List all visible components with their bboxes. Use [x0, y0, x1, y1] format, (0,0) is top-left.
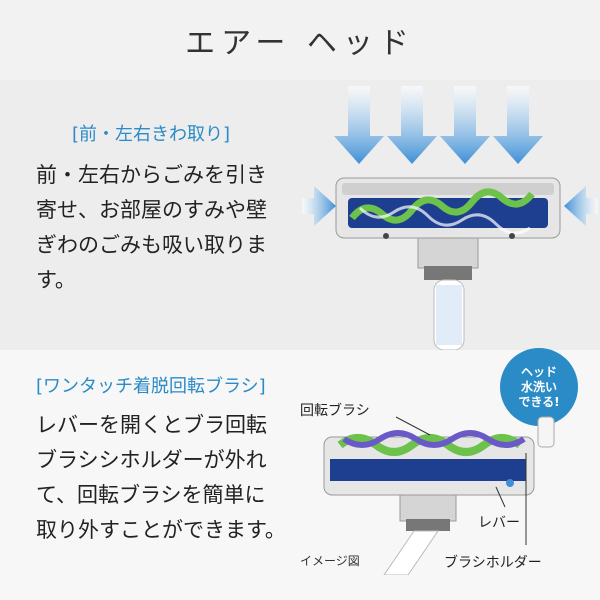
section2-heading: [ワンタッチ着脱回転ブラシ] — [36, 376, 266, 397]
brush-holder-label: ブラシホルダー — [444, 555, 542, 571]
section2-body: レバーを開くとブラ回転 ブラシシホルダーが外れ て、回転ブラシを簡単に 取り外す… — [36, 413, 286, 542]
image-caption: イメージ図 — [300, 554, 360, 568]
page-title: エアー ヘッド — [185, 26, 415, 61]
badge-line: ヘッド — [520, 364, 557, 379]
section1-body: 前・左右からごみを引き 寄せ、お部屋のすみや壁 ぎわのごみも吸い取りま す。 — [36, 163, 267, 292]
right-arrow-icon — [302, 186, 336, 226]
section1-heading: [前・左右きわ取り] — [72, 124, 231, 145]
air-head-illustration — [302, 86, 598, 350]
down-arrow-icon — [334, 86, 384, 164]
down-arrow-icon — [387, 86, 437, 164]
rotating-brush-label: 回転ブラシ — [300, 403, 370, 419]
left-arrow-icon — [564, 186, 598, 226]
brush-removal-illustration — [323, 416, 555, 575]
badge-line: できる! — [518, 394, 560, 409]
leader-line — [495, 486, 506, 508]
washable-badge: ヘッド 水洗い できる! — [500, 348, 578, 426]
lever-label: レバー — [478, 515, 520, 531]
down-arrow-icon — [440, 86, 490, 164]
down-arrow-icon — [493, 86, 543, 164]
vacuum-head-open — [323, 416, 555, 575]
leader-line — [395, 416, 431, 436]
title-bar: エアー ヘッド — [0, 0, 600, 80]
badge-line: 水洗い — [520, 379, 557, 394]
vacuum-head — [335, 177, 561, 350]
